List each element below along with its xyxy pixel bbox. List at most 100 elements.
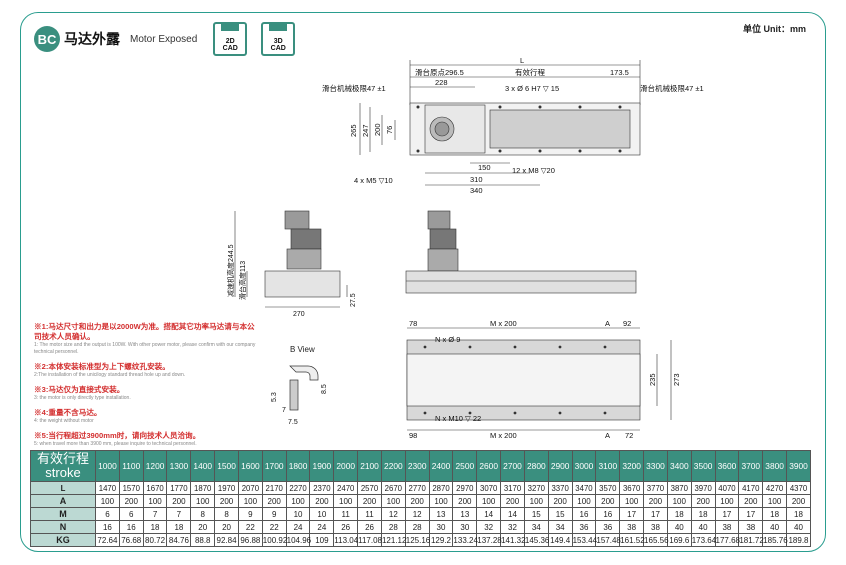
table-cell: 2470 bbox=[333, 481, 359, 495]
dim-8-5: 8.5 bbox=[321, 384, 328, 394]
table-cell: 38 bbox=[643, 520, 668, 534]
stroke-col-header: 1500 bbox=[214, 450, 239, 482]
table-cell: 3770 bbox=[643, 481, 668, 495]
table-cell: 6 bbox=[118, 507, 144, 521]
dim-m200b: M x 200 bbox=[490, 431, 517, 440]
table-cell: 9 bbox=[237, 507, 263, 521]
stroke-col-header: 2900 bbox=[547, 450, 573, 482]
stroke-col-header: 3600 bbox=[714, 450, 740, 482]
table-cell: 2970 bbox=[452, 481, 478, 495]
dim-270: 270 bbox=[293, 311, 305, 318]
dim-n9: N x Ø 9 bbox=[435, 335, 460, 344]
note-4-cn: ※4:重量不含马达。 bbox=[34, 408, 102, 417]
table-cell: 189.8 bbox=[786, 533, 811, 547]
table-cell: 100 bbox=[619, 494, 645, 508]
table-cell: 1970 bbox=[214, 481, 239, 495]
page-frame bbox=[20, 12, 826, 552]
stroke-col-header: 2500 bbox=[452, 450, 478, 482]
table-cell: 3570 bbox=[595, 481, 621, 495]
table-cell: 113.04 bbox=[333, 533, 359, 547]
table-cell: 200 bbox=[261, 494, 287, 508]
stroke-col-header: 2700 bbox=[500, 450, 525, 482]
table-cell: 92.84 bbox=[214, 533, 239, 547]
title-en: Motor Exposed bbox=[130, 33, 198, 45]
table-cell: 2570 bbox=[357, 481, 382, 495]
table-cell: 3170 bbox=[500, 481, 525, 495]
table-cell: 8 bbox=[214, 507, 239, 521]
dim-m8: 12 x M8 ▽20 bbox=[512, 166, 555, 175]
note-5-cn: ※5:当行程超过3900mm时，请向技术人员洽询。 bbox=[34, 431, 201, 440]
table-cell: 157.48 bbox=[595, 533, 621, 547]
section-badge: BC bbox=[34, 26, 60, 52]
table-cell: 200 bbox=[214, 494, 239, 508]
dim-273: 273 bbox=[672, 373, 681, 386]
table-cell: 14 bbox=[500, 507, 525, 521]
table-cell: 100 bbox=[762, 494, 788, 508]
dim-247: 247 bbox=[361, 124, 370, 137]
dim-265: 265 bbox=[349, 124, 358, 137]
dim-decel-height: 减速机高度244.5 bbox=[226, 244, 235, 297]
table-cell: 26 bbox=[333, 520, 359, 534]
stroke-col-header: 1300 bbox=[166, 450, 192, 482]
stroke-col-header: 2200 bbox=[380, 450, 406, 482]
stroke-col-header: 1200 bbox=[142, 450, 168, 482]
table-cell: 13 bbox=[452, 507, 478, 521]
table-cell: 4070 bbox=[714, 481, 740, 495]
dim-92: 92 bbox=[623, 319, 631, 328]
table-cell: 30 bbox=[428, 520, 454, 534]
table-cell: 3370 bbox=[547, 481, 573, 495]
table-cell: 72.64 bbox=[95, 533, 120, 547]
table-cell: 1670 bbox=[142, 481, 168, 495]
table-cell: 3870 bbox=[666, 481, 692, 495]
dim-72: 72 bbox=[625, 431, 633, 440]
dim-A: A bbox=[605, 319, 610, 328]
table-cell: 36 bbox=[571, 520, 597, 534]
table-cell: 117.08 bbox=[357, 533, 382, 547]
table-cell: 32 bbox=[500, 520, 525, 534]
table-cell: 137.28 bbox=[476, 533, 502, 547]
table-cell: 20 bbox=[214, 520, 239, 534]
table-cell: 12 bbox=[404, 507, 430, 521]
stroke-col-header: 3300 bbox=[643, 450, 668, 482]
table-cell: 2270 bbox=[285, 481, 311, 495]
table-cell: 181.72 bbox=[738, 533, 764, 547]
stroke-col-header: 1700 bbox=[261, 450, 287, 482]
table-cell: 40 bbox=[666, 520, 692, 534]
table-cell: 2670 bbox=[380, 481, 406, 495]
dim-right-limit: 滑台机械极限47 ±1 bbox=[640, 83, 704, 93]
table-cell: 169.6 bbox=[666, 533, 692, 547]
table-cell: 11 bbox=[333, 507, 359, 521]
table-cell: 1870 bbox=[190, 481, 216, 495]
table-cell: 100 bbox=[428, 494, 454, 508]
table-cell: 17 bbox=[643, 507, 668, 521]
table-cell: 200 bbox=[547, 494, 573, 508]
dim-7: 7 bbox=[282, 407, 286, 414]
table-cell: 40 bbox=[786, 520, 811, 534]
table-cell: 18 bbox=[666, 507, 692, 521]
dim-origin: 滑台原点296.5 bbox=[415, 67, 464, 77]
table-cell: 200 bbox=[118, 494, 144, 508]
table-cell: 1770 bbox=[166, 481, 192, 495]
note-3-cn: ※3:马达仅为直接式安装。 bbox=[34, 385, 125, 394]
table-cell: 125.16 bbox=[404, 533, 431, 547]
table-cell: 34 bbox=[523, 520, 549, 534]
table-cell: 100 bbox=[333, 494, 359, 508]
note-1-cn: ※1:马达尺寸和出力是以2000W为准。搭配其它功率马达请与本公司技术人员确认。 bbox=[34, 322, 255, 341]
table-cell: 26 bbox=[357, 520, 382, 534]
table-cell: 200 bbox=[357, 494, 382, 508]
table-cell: 200 bbox=[738, 494, 764, 508]
table-cell: 14 bbox=[476, 507, 502, 521]
table-cell: 2070 bbox=[237, 481, 263, 495]
table-cell: 11 bbox=[357, 507, 382, 521]
note-2-en: 2:The installation of the unicilogy stan… bbox=[34, 372, 186, 378]
table-cell: 80.72 bbox=[142, 533, 168, 547]
table-cell: 149.4 bbox=[547, 533, 573, 547]
table-cell: 200 bbox=[452, 494, 478, 508]
stroke-col-header: 1600 bbox=[237, 450, 263, 482]
dim-98: 98 bbox=[409, 431, 417, 440]
